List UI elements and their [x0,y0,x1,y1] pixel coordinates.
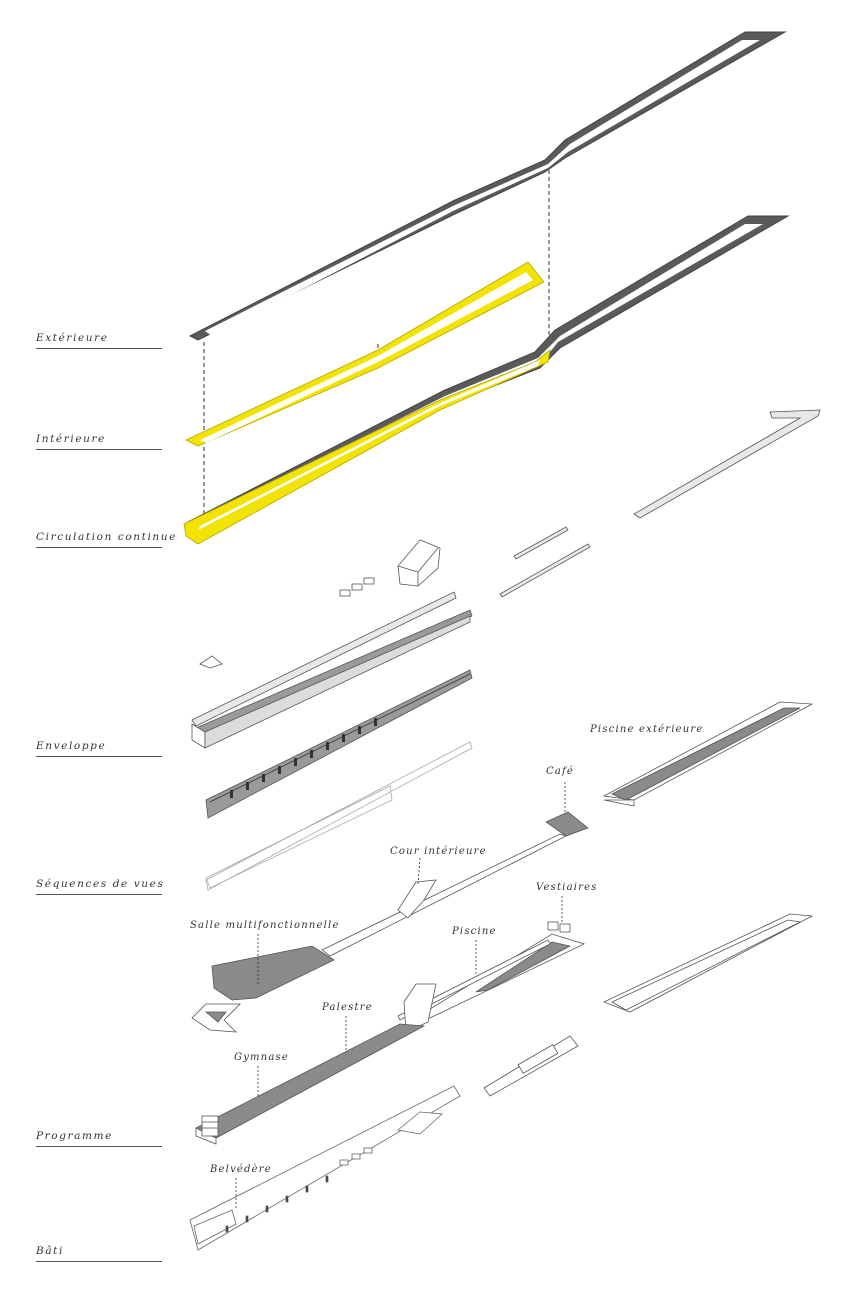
layer-label-bati: Bâti [36,1245,162,1262]
annotation-salle-multifonctionnelle: Salle multifonctionnelle [190,920,340,931]
annotation-piscine: Piscine [452,926,497,937]
layer-label-enveloppe: Enveloppe [36,740,162,757]
circulation-path [183,349,551,545]
ramp-piece-right [633,409,821,519]
programme-elements [191,811,589,1145]
enveloppe-elements [191,539,473,891]
annotation-belvedere: Belvédère [210,1164,272,1175]
annotation-vestiaires: Vestiaires [536,882,598,893]
annotation-palestre: Palestre [322,1002,373,1013]
annotation-gymnase: Gymnase [234,1052,289,1063]
layer-label-exterieure: Extérieure [36,332,162,349]
annotation-cour-interieure: Cour intérieure [390,846,487,857]
layer-label-programme: Programme [36,1130,162,1147]
annotation-cafe: Café [546,766,575,777]
exterior-path-top [188,31,787,341]
bati-building [189,1085,461,1251]
layer-label-interieure: Intérieure [36,433,162,450]
leader-lines [235,782,566,1210]
layer-label-sequences: Séquences de vues [36,878,163,895]
layer-label-circulation: Circulation continue [36,531,175,548]
right-lower-frame [602,913,814,1013]
piscine-exterieure-shape [602,701,814,807]
annotation-piscine-exterieure: Piscine extérieure [590,724,704,735]
ramp-bars [499,526,591,598]
interior-path [185,261,545,447]
projection-guides [203,170,550,522]
